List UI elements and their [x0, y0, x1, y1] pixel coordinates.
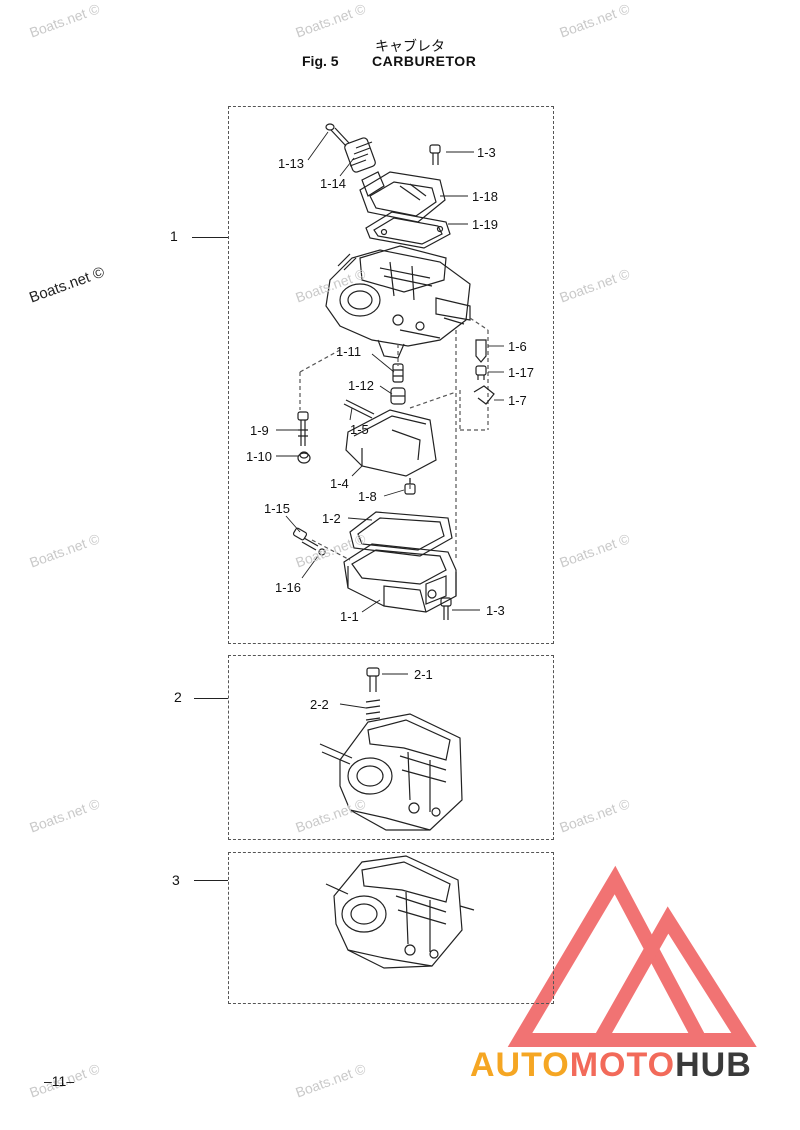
callout-1-11: 1-11	[336, 344, 362, 359]
automotohub-logo-text: AUTOMOTOHUB	[470, 1046, 752, 1085]
callout-1-18: 1-18	[472, 189, 499, 204]
callout-1-15: 1-15	[264, 501, 291, 516]
callout-leaders	[276, 131, 504, 709]
part-carburetor-body-1	[325, 245, 471, 359]
callout-2-2: 2-2	[310, 697, 329, 712]
part-cover-1-18	[359, 171, 446, 223]
callout-1-3-top: 1-3	[477, 145, 496, 160]
callout-1-16: 1-16	[275, 580, 302, 595]
part-clip-1-7	[473, 385, 495, 405]
part-screw-1-3-top	[429, 144, 441, 165]
logo-hub: HUB	[675, 1046, 752, 1084]
part-screw-2-1	[366, 667, 380, 692]
part-float-bowl-1-1	[343, 543, 457, 613]
part-screw-1-3-bottom	[440, 597, 452, 620]
callout-1-14: 1-14	[320, 176, 347, 191]
callout-1-4: 1-4	[330, 476, 349, 491]
callout-1-7: 1-7	[508, 393, 527, 408]
part-gasket-1-2	[349, 511, 453, 557]
callout-1-5: 1-5	[350, 422, 369, 437]
logo-moto: MOTO	[569, 1046, 676, 1084]
group-label-1: 1	[170, 228, 178, 244]
group-1-leader	[192, 237, 228, 238]
callout-1-8: 1-8	[358, 489, 377, 504]
part-screw-1-15	[292, 527, 319, 551]
logo-auto: AUTO	[470, 1046, 570, 1084]
callout-2-1: 2-1	[414, 667, 433, 682]
part-pin-1-5	[343, 399, 375, 419]
part-1-10	[297, 451, 311, 464]
figure-number: Fig. 5	[302, 53, 339, 69]
part-gasket-1-19	[365, 211, 451, 249]
part-screw-1-13	[325, 123, 350, 147]
group-1-box	[228, 106, 554, 644]
group-label-2: 2	[174, 689, 182, 705]
part-float-1-4	[345, 409, 437, 477]
callout-1-1: 1-1	[340, 609, 359, 624]
part-spring-1-14	[344, 137, 376, 173]
part-1-8	[404, 478, 416, 495]
group-2-leader	[194, 698, 228, 699]
callout-1-17: 1-17	[508, 365, 535, 380]
assembly-guide-lines	[299, 317, 489, 561]
page-number: –11–	[44, 1073, 75, 1089]
callout-1-2: 1-2	[322, 511, 341, 526]
callout-1-9: 1-9	[250, 423, 269, 438]
part-carburetor-body-2	[319, 713, 463, 831]
automotohub-logo-mark	[507, 865, 757, 1047]
part-1-16	[318, 548, 326, 556]
callout-1-6: 1-6	[508, 339, 527, 354]
part-carburetor-body-3	[325, 855, 475, 969]
callout-1-12: 1-12	[348, 378, 375, 393]
title-japanese: キャブレタ	[375, 39, 445, 55]
part-screw-1-9	[297, 411, 309, 446]
callout-1-3-bottom: 1-3	[486, 603, 505, 618]
part-1-12	[390, 387, 406, 405]
callout-1-13: 1-13	[278, 156, 305, 171]
figure-title: CARBURETOR	[372, 53, 477, 69]
callout-1-19: 1-19	[472, 217, 499, 232]
part-spring-2-2	[365, 699, 381, 721]
callout-1-10: 1-10	[246, 449, 273, 464]
part-needle-1-6	[475, 339, 487, 363]
part-1-17	[475, 365, 487, 380]
group-label-3: 3	[172, 872, 180, 888]
part-jet-1-11	[392, 363, 404, 383]
group-3-box	[228, 852, 554, 1004]
group-2-box	[228, 655, 554, 840]
group-3-leader	[194, 880, 228, 881]
